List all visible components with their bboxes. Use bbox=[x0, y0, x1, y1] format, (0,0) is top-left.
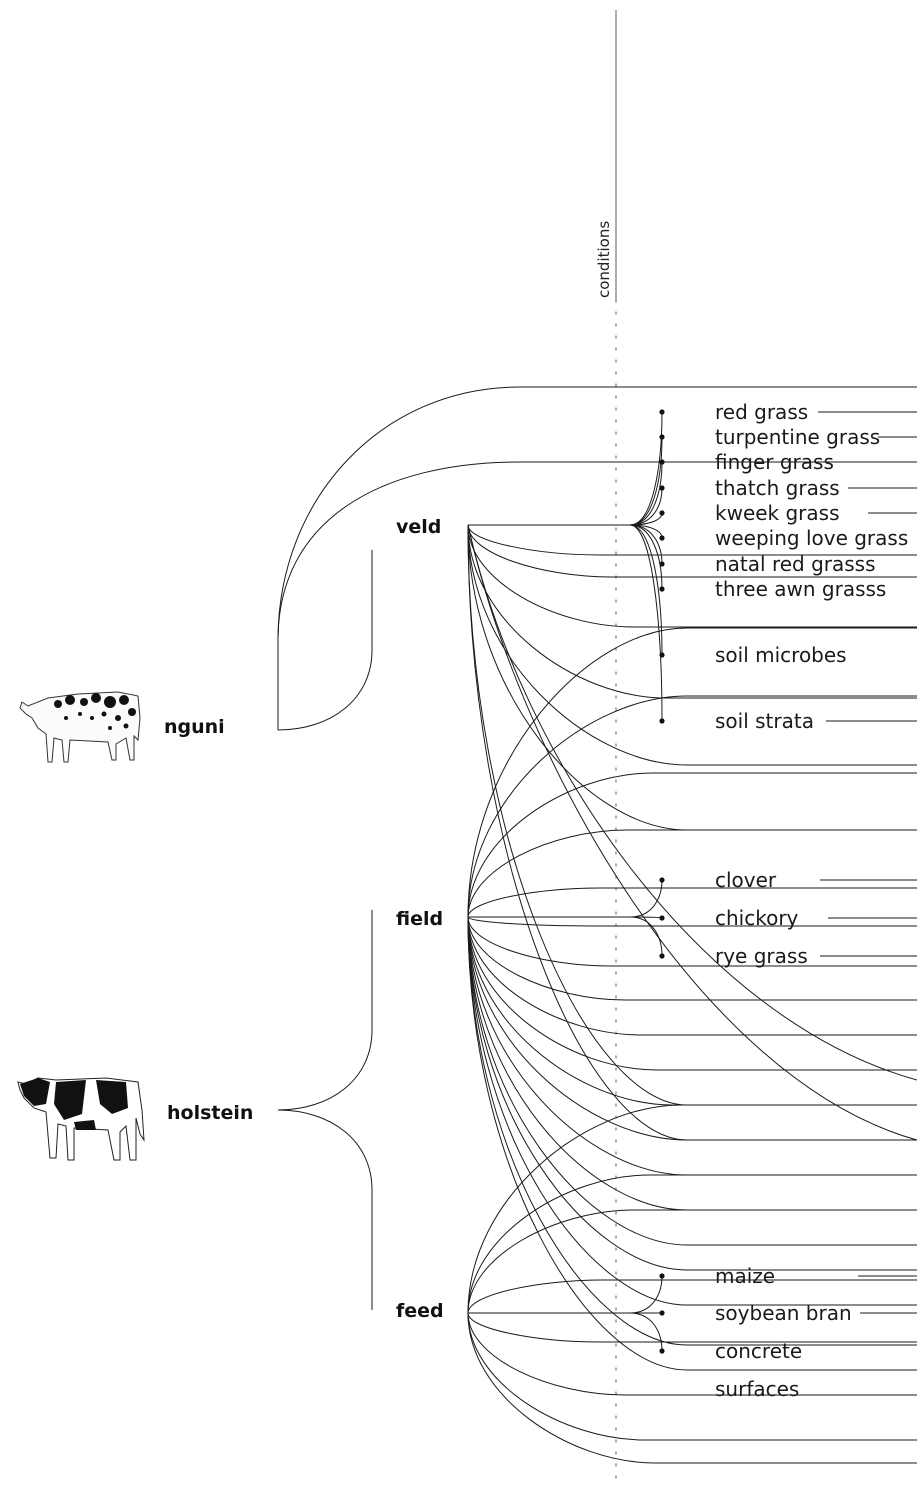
condition-dot bbox=[659, 434, 665, 440]
condition-label-feed-1: soybean bran bbox=[715, 1301, 852, 1325]
condition-label-veld-7: three awn grasss bbox=[715, 577, 886, 601]
fan-link bbox=[467, 916, 917, 1306]
condition-label-veld-8: soil microbes bbox=[715, 643, 847, 667]
condition-dot bbox=[659, 409, 665, 415]
condition-label-veld-6: natal red grasss bbox=[715, 552, 876, 576]
link-nguni-b bbox=[277, 550, 373, 731]
source-feed: feed bbox=[396, 1300, 444, 1322]
condition-label-feed-0: maize bbox=[715, 1264, 775, 1288]
condition-dot bbox=[659, 561, 665, 567]
condition-label-veld-0: red grass bbox=[715, 400, 808, 424]
condition-label-field-0: clover bbox=[715, 868, 777, 892]
fan-link bbox=[467, 524, 917, 699]
fan-link bbox=[467, 916, 917, 1246]
fan-link bbox=[467, 1104, 917, 1314]
condition-dot bbox=[659, 586, 665, 592]
link-nguni-a bbox=[277, 386, 917, 730]
link-veld-9 bbox=[468, 524, 663, 722]
condition-label-veld-1: turpentine grass bbox=[715, 425, 880, 449]
condition-label-feed-3: surfaces bbox=[715, 1377, 799, 1401]
sweep-link-b bbox=[467, 524, 917, 1081]
sweep-link-a bbox=[467, 524, 917, 1141]
fan-link bbox=[467, 916, 917, 1371]
fan-link bbox=[467, 524, 917, 578]
black-white-cow-icon bbox=[17, 1077, 145, 1161]
cow-name-nguni: nguni bbox=[164, 716, 225, 738]
fan-link bbox=[467, 916, 917, 1071]
fan-link bbox=[467, 772, 917, 918]
condition-label-veld-2: finger grass bbox=[715, 450, 834, 474]
fan-link bbox=[467, 916, 917, 927]
fan-link bbox=[467, 916, 917, 1271]
condition-dot bbox=[659, 718, 665, 724]
fan-link bbox=[467, 916, 917, 1036]
link-veld-2 bbox=[468, 461, 663, 526]
condition-label-veld-9: soil strata bbox=[715, 709, 814, 733]
link-veld-4 bbox=[468, 512, 663, 526]
source-field: field bbox=[396, 908, 443, 930]
fan-link bbox=[467, 916, 917, 967]
cow-name-holstein: holstein bbox=[167, 1102, 253, 1124]
condition-dot bbox=[659, 915, 665, 921]
link-veld-0 bbox=[468, 411, 663, 526]
condition-dot bbox=[659, 459, 665, 465]
fan-link bbox=[467, 916, 917, 1106]
link-holstein-field bbox=[277, 910, 373, 1111]
fan-link bbox=[467, 1209, 917, 1314]
fan-link bbox=[467, 627, 917, 918]
fan-link bbox=[467, 1312, 917, 1396]
fan-link bbox=[467, 1312, 917, 1441]
link-veld-3 bbox=[468, 487, 663, 526]
condition-label-veld-4: kweek grass bbox=[715, 501, 840, 525]
spotted-cow-icon bbox=[19, 691, 141, 763]
link-veld-1 bbox=[468, 436, 663, 526]
fan-link bbox=[467, 524, 917, 556]
condition-label-veld-5: weeping love grass bbox=[715, 526, 908, 550]
fan-link bbox=[467, 829, 917, 918]
condition-label-field-2: rye grass bbox=[715, 944, 808, 968]
fan-link bbox=[467, 1174, 917, 1314]
condition-dot bbox=[659, 1348, 665, 1354]
condition-label-feed-2: concrete bbox=[715, 1339, 802, 1363]
condition-dot bbox=[659, 535, 665, 541]
fan-link bbox=[467, 524, 917, 766]
axis-label: conditions bbox=[595, 221, 613, 298]
source-veld: veld bbox=[396, 516, 441, 538]
fan-link bbox=[467, 916, 917, 1001]
fan-link bbox=[467, 916, 917, 1176]
fan-link bbox=[467, 524, 917, 1141]
condition-dot bbox=[659, 485, 665, 491]
link-holstein-feed bbox=[277, 1109, 373, 1310]
fan-link bbox=[467, 887, 917, 918]
condition-dot bbox=[659, 1310, 665, 1316]
link-field-0 bbox=[468, 879, 663, 918]
fan-link bbox=[467, 1279, 917, 1314]
link-veld-6 bbox=[468, 524, 663, 565]
fan-link bbox=[467, 1312, 917, 1464]
connector-links bbox=[467, 409, 917, 1464]
condition-dot bbox=[659, 510, 665, 516]
condition-label-veld-3: thatch grass bbox=[715, 476, 840, 500]
fan-link bbox=[467, 916, 917, 1211]
fan-link bbox=[467, 1312, 917, 1343]
fan-link bbox=[467, 695, 917, 918]
link-feed-2 bbox=[468, 1312, 663, 1352]
link-field-2 bbox=[468, 916, 663, 957]
link-veld-5 bbox=[468, 524, 663, 539]
fan-link bbox=[467, 916, 917, 1346]
condition-dot bbox=[659, 1273, 665, 1279]
fan-link bbox=[467, 524, 917, 1106]
condition-label-field-1: chickory bbox=[715, 906, 799, 930]
condition-dot bbox=[659, 877, 665, 883]
condition-dot bbox=[659, 953, 665, 959]
fan-link bbox=[467, 916, 917, 1141]
link-nguni-c bbox=[277, 461, 917, 641]
